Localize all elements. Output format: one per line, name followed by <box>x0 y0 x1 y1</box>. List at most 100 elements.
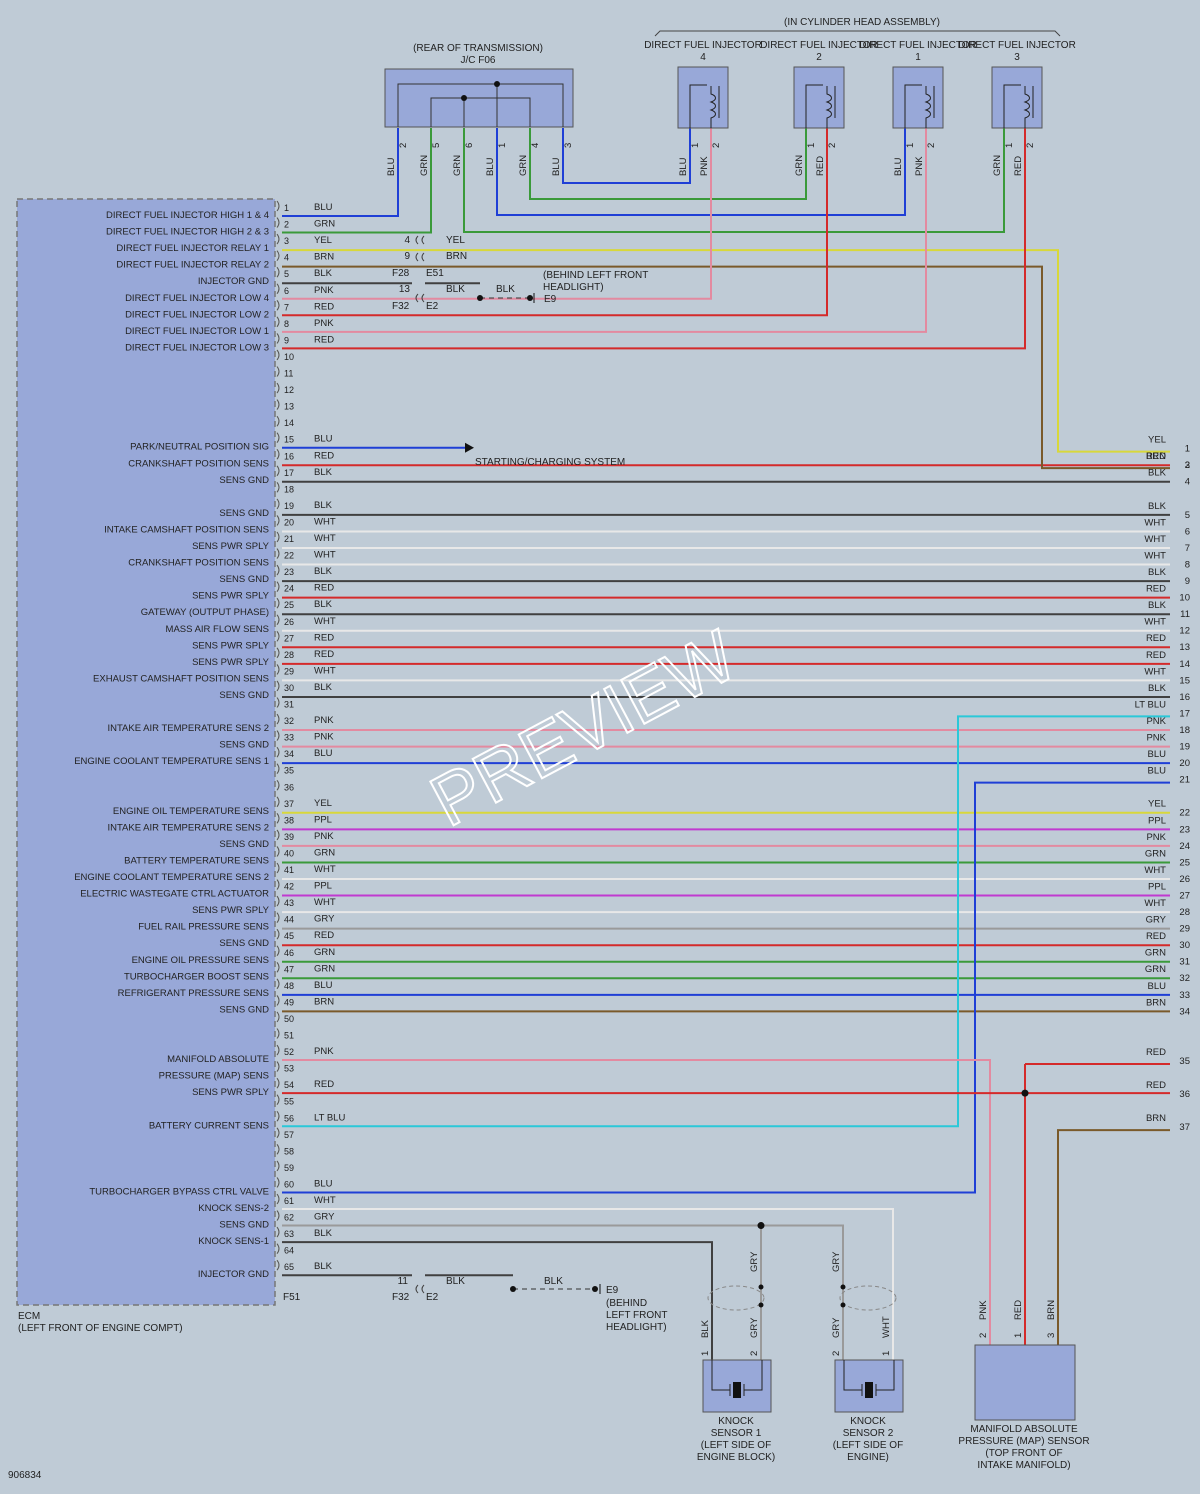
ecm-label-46: ENGINE OIL PRESSURE SENS <box>132 955 269 966</box>
right-terminal-8: 8 <box>1185 559 1190 570</box>
ecm-label-43: SENS PWR SPLY <box>192 905 270 916</box>
ecm-wire-label-32: PNK <box>314 715 334 726</box>
injector-coil-1 <box>825 86 832 128</box>
wire-inj-low-7 <box>282 128 927 333</box>
ecm-wire-label-49: BRN <box>314 996 334 1007</box>
ecm-label-49: SENS GND <box>219 1004 269 1015</box>
knock2-wire2: WHT <box>881 1316 892 1338</box>
right-terminal-22: 22 <box>1179 808 1190 819</box>
ecm-pin-34: 34 <box>284 749 294 759</box>
ecm-wire-label-25: BLK <box>314 599 333 610</box>
right-terminal-wire-35: RED <box>1146 1047 1166 1058</box>
ecm-pin-mark-48 <box>276 978 280 990</box>
ecm-wire-label-23: BLK <box>314 566 333 577</box>
ecm-label-20: INTAKE CAMSHAFT POSITION SENS <box>104 524 269 535</box>
ecm-wire-label-19: BLK <box>314 500 333 511</box>
ecm-wire-label-61: WHT <box>314 1195 336 1206</box>
ecm-pin-23: 23 <box>284 567 294 577</box>
ecm-label-61: KNOCK SENS-2 <box>198 1203 269 1214</box>
map-wire-3: BRN <box>1046 1300 1057 1320</box>
injector-body-3 <box>991 66 1043 129</box>
ecm-label-24: SENS PWR SPLY <box>192 591 270 602</box>
ecm-pin-mark-19 <box>276 498 280 510</box>
ecm-wire-label-4: BRN <box>314 252 334 263</box>
ecm-wire-label-28: RED <box>314 649 334 660</box>
right-terminal-23: 23 <box>1179 824 1190 835</box>
ecm-pin-mark-2 <box>276 217 280 228</box>
ecm-label-19: SENS GND <box>219 508 269 519</box>
ecm-pin-mark-22 <box>276 548 280 559</box>
right-terminal-11: 11 <box>1180 609 1190 620</box>
ecm-pin-21: 21 <box>284 534 294 544</box>
ecm-pin-mark-65 <box>276 1259 280 1271</box>
ecm-label-22: CRANKSHAFT POSITION SENS <box>128 558 269 569</box>
ecm-label-54: SENS PWR SPLY <box>192 1087 270 1098</box>
map-pin-1: 1 <box>1013 1333 1024 1338</box>
ecm-label-62: SENS GND <box>219 1220 269 1231</box>
jc-wire-3: BLU <box>551 157 562 176</box>
ecm-pin-mark-4 <box>276 250 280 261</box>
ecm-pin-5: 5 <box>284 269 289 279</box>
ground-top-f32: F32 <box>392 301 410 312</box>
right-terminal-wire-28: WHT <box>1144 898 1166 909</box>
right-terminal-10: 10 <box>1179 593 1190 604</box>
right-terminal-9: 9 <box>1185 576 1190 587</box>
ecm-pin-mark-50 <box>276 1011 280 1023</box>
ecm-pin-mark-13 <box>276 399 280 410</box>
injector-wire-a-2 <box>904 84 922 128</box>
wire-color-labels: BLUGRNYELBRNBLKPNKREDPNKREDBLUREDBLKBLKW… <box>314 202 345 1272</box>
ground-top-e2: E2 <box>426 301 439 312</box>
splice-map-pwr <box>1021 1089 1029 1097</box>
right-terminal-wire-27: PPL <box>1148 881 1166 892</box>
injector-wire2-2: PNK <box>914 156 925 176</box>
jc-pin-2: 2 <box>398 143 409 148</box>
ecm-pin-mark-30 <box>276 680 280 692</box>
right-terminal-17: 17 <box>1179 708 1190 719</box>
ecm-label-40: BATTERY TEMPERATURE SENS <box>124 855 269 866</box>
ecm-pin-mark-64 <box>276 1243 280 1254</box>
ecm-location: (LEFT FRONT OF ENGINE COMPT) <box>18 1323 183 1334</box>
jc-name: J/C F06 <box>460 55 495 66</box>
relay-wire-a: YEL <box>446 235 465 246</box>
ecm-pin-mark-44 <box>276 912 280 923</box>
ecm-pin-mark-32 <box>276 713 280 725</box>
starting-charging-label: STARTING/CHARGING SYSTEM <box>475 457 625 468</box>
right-terminal-19: 19 <box>1179 742 1190 753</box>
wires-layer <box>282 128 1170 1360</box>
right-terminal-13: 13 <box>1179 642 1190 653</box>
knock1-line2: SENSOR 1 <box>711 1428 762 1439</box>
ecm-label-8: DIRECT FUEL INJECTOR LOW 1 <box>125 326 269 337</box>
jc-pin-1: 1 <box>497 143 508 148</box>
ecm-pin-mark-6 <box>276 283 280 295</box>
ecm-pin-51: 51 <box>284 1031 294 1041</box>
ecm-label-29: EXHAUST CAMSHAFT POSITION SENS <box>93 673 269 684</box>
ecm-wire-label-62: GRY <box>314 1212 335 1223</box>
wire-jc-inj4 <box>562 128 691 184</box>
injector-name-a-0: DIRECT FUEL INJECTOR <box>644 40 762 51</box>
ecm-pin-mark-43 <box>276 895 280 907</box>
ground-bottom-e2: E2 <box>426 1292 439 1303</box>
wire-relay-2 <box>282 265 1170 470</box>
injector-body-0 <box>677 66 729 129</box>
ecm-pin-56: 56 <box>284 1113 294 1123</box>
injector-wire2-0: PNK <box>699 156 710 176</box>
ground-bottom-location-1: (BEHIND <box>606 1298 647 1309</box>
ecm-pin-12: 12 <box>284 385 294 395</box>
ecm-label-39: SENS GND <box>219 839 269 850</box>
ecm-pin-41: 41 <box>284 865 294 875</box>
ground-bottom-symbol <box>415 1284 601 1294</box>
right-terminal-25: 25 <box>1179 857 1190 868</box>
right-terminal-wire-32: GRN <box>1145 964 1166 975</box>
wire-knock-gnd <box>282 1224 844 1360</box>
right-terminal-wire-36: RED <box>1146 1080 1166 1091</box>
ecm-label-44: FUEL RAIL PRESSURE SENS <box>138 922 269 933</box>
ecm-pin-29: 29 <box>284 666 294 676</box>
ground-top-wire2: BLK <box>496 284 515 295</box>
ecm-pin-13: 13 <box>284 402 294 412</box>
wire-map-signal <box>282 1059 991 1345</box>
wire-map-gnd <box>1057 1129 1170 1345</box>
